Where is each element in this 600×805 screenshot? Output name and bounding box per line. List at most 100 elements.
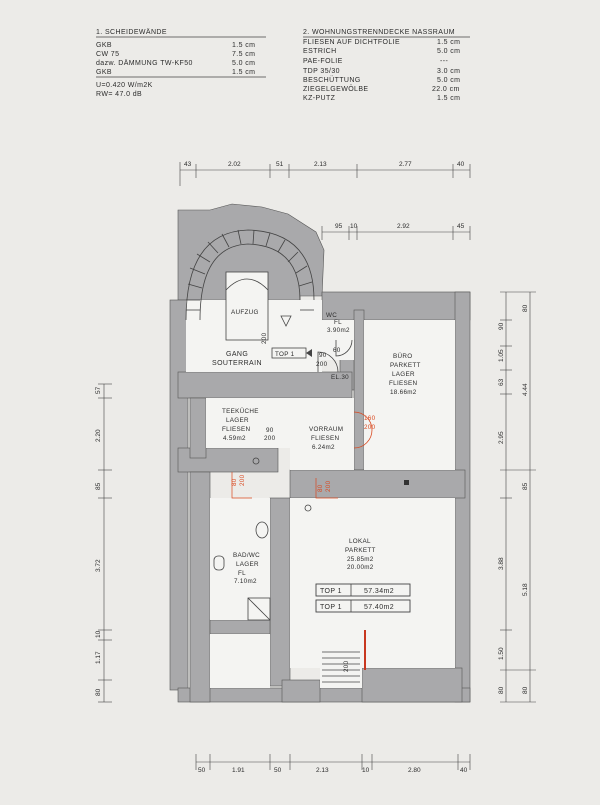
legend-walls-row-4-name: GKB xyxy=(96,69,112,76)
dim-bottom-1: 50 xyxy=(198,767,206,774)
legend-walls-row-1-name: GKB xyxy=(96,42,112,49)
legend-ceiling-row-1-value: 1.5 cm xyxy=(437,39,460,46)
dim-right-6: 2.95 xyxy=(498,431,505,444)
room-lokal-name: LOKAL xyxy=(349,538,371,545)
entrance-dim-1: 200 xyxy=(343,660,350,672)
legend-ceiling-row-6-name: ZIEGELGEWÖLBE xyxy=(303,85,369,93)
room-vorraum-area: 6.24m2 xyxy=(312,444,335,451)
dimension-line-top: 43 2.02 51 2.13 2.77 40 95 10 2.92 45 xyxy=(179,161,471,240)
dim-right-9: 5.18 xyxy=(522,583,529,596)
dim-right-4: 63 xyxy=(498,378,505,386)
door-wc-width: 60 xyxy=(333,347,341,354)
room-bad-name: BAD/WC xyxy=(233,552,260,559)
room-lokal-floor: PARKETT xyxy=(345,547,376,554)
dim-top-2: 2.02 xyxy=(228,161,241,168)
legend-ceiling-row-7-name: KZ-PUTZ xyxy=(303,95,336,102)
top-tag-arrow-icon xyxy=(306,349,312,357)
legend-walls-row-3-name: dazw. DÄMMUNG TW-KF50 xyxy=(96,59,193,67)
legend-ceiling-row-5-name: BESCHÜTTUNG xyxy=(303,76,361,84)
total-1-label: TOP 1 xyxy=(320,588,342,595)
dim-top2-4: 45 xyxy=(457,223,465,230)
room-teekueche-floor: FLIESEN xyxy=(222,426,250,433)
dim-left-6: 1.17 xyxy=(95,651,102,664)
room-vorraum-floor: FLIESEN xyxy=(311,435,339,442)
legend-walls: 1. SCHEIDEWÄNDE GKB 1.5 cm CW 75 7.5 cm … xyxy=(96,28,266,98)
door-bad-height: 200 xyxy=(239,474,246,486)
dim-left-2: 2.20 xyxy=(95,429,102,442)
total-2-label: TOP 1 xyxy=(320,604,342,611)
legend-walls-row-1-value: 1.5 cm xyxy=(232,42,255,49)
spiral-staircase: AUFZUG 200 xyxy=(185,229,315,344)
door-teekueche-width: 90 xyxy=(266,427,274,434)
door-gang-width: 90 xyxy=(319,352,327,359)
dim-right-3: 1.05 xyxy=(498,349,505,362)
room-wc: WC FL 3.90m2 xyxy=(326,312,350,334)
dim-top2-3: 2.92 xyxy=(397,223,410,230)
legend-walls-row-4-value: 1.5 cm xyxy=(232,69,255,76)
room-label-aufzug: AUFZUG xyxy=(231,309,259,316)
dim-right-7: 85 xyxy=(522,482,529,490)
dim-left-1: 57 xyxy=(95,386,102,394)
dim-top-5: 2.77 xyxy=(399,161,412,168)
shower-icon xyxy=(247,597,271,621)
room-buero-use: LAGER xyxy=(392,371,415,378)
room-wc-area: 3.90m2 xyxy=(327,327,350,334)
toilet-icon xyxy=(255,521,269,539)
legend-ceiling-row-2-name: ESTRICH xyxy=(303,48,337,55)
room-buero-area: 18.66m2 xyxy=(390,389,417,396)
room-bad-area: 7.10m2 xyxy=(234,578,257,585)
door-lokal-width: 80 xyxy=(317,484,324,492)
room-vorraum: VORRAUM FLIESEN 6.24m2 xyxy=(309,426,343,451)
room-bad-floor: FL xyxy=(238,570,246,577)
aufzug-door-height: 200 xyxy=(261,332,268,344)
legend-walls-row-2-value: 7.5 cm xyxy=(232,51,255,58)
sink-icon xyxy=(213,555,225,571)
dim-bottom-3: 50 xyxy=(274,767,282,774)
dim-left-5: 10 xyxy=(95,630,102,638)
dim-right-10: 1.50 xyxy=(498,647,505,660)
dim-right-2: 90 xyxy=(498,322,505,330)
dimension-line-bottom: 50 1.91 50 2.13 10 2.80 40 xyxy=(195,754,471,774)
door-buero-height: 200 xyxy=(364,424,376,431)
dim-top-6: 40 xyxy=(457,161,465,168)
room-teekueche-area: 4.59m2 xyxy=(223,435,246,442)
legend-walls-rw-value: RW= 47.0 dB xyxy=(96,91,142,98)
door-bad-width: 80 xyxy=(231,478,238,486)
room-vorraum-name: VORRAUM xyxy=(309,426,343,433)
dim-right-12: 80 xyxy=(522,686,529,694)
legend-walls-row-3-value: 5.0 cm xyxy=(232,60,255,67)
dim-left-7: 80 xyxy=(95,688,102,696)
dim-right-5: 4.44 xyxy=(522,383,529,396)
door-el-rating: EL.30 xyxy=(331,374,349,381)
legend-ceiling-row-4-value: 3.0 cm xyxy=(437,68,460,75)
room-lokal-area: 25.85m2 xyxy=(347,556,374,563)
dimension-line-left: 57 2.20 85 3.72 10 1.17 80 xyxy=(95,383,112,703)
dim-top2-1: 95 xyxy=(335,223,343,230)
legend-ceiling-row-2-value: 5.0 cm xyxy=(437,48,460,55)
dim-right-11: 80 xyxy=(498,686,505,694)
legend-ceiling-row-4-name: TDP 35/30 xyxy=(303,68,340,75)
room-bad-use: LAGER xyxy=(236,561,259,568)
room-gang: GANG SOUTERRAIN TOP 1 xyxy=(212,347,312,367)
unit-total-areas: TOP 1 57.34m2 TOP 1 57.40m2 xyxy=(315,583,411,613)
room-buero: BÜRO PARKETT LAGER FLIESEN 18.66m2 xyxy=(389,352,420,396)
room-wc-floor: FL xyxy=(334,319,342,326)
legend-walls-row-2-name: CW 75 xyxy=(96,51,119,58)
legend-ceiling: 2. WOHNUNGSTRENNDECKE NASSRAUM FLIESEN A… xyxy=(303,29,470,102)
total-2-area: 57.40m2 xyxy=(364,604,394,611)
dim-bottom-6: 2.80 xyxy=(408,767,421,774)
dim-bottom-2: 1.91 xyxy=(232,767,245,774)
room-bad: BAD/WC LAGER FL 7.10m2 xyxy=(213,521,271,621)
stair-direction-arrow-icon xyxy=(280,315,292,327)
room-gang-name: GANG xyxy=(226,351,248,358)
door-buero-width: 160 xyxy=(364,415,376,422)
legend-ceiling-row-5-value: 5.0 cm xyxy=(437,77,460,84)
legend-walls-u-value: U=0.420 W/m2K xyxy=(96,82,153,89)
dim-left-4: 3.72 xyxy=(95,559,102,572)
legend-ceiling-row-6-value: 22.0 cm xyxy=(432,86,460,93)
dim-top-4: 2.13 xyxy=(314,161,327,168)
dim-right-8: 3.88 xyxy=(498,557,505,570)
door-teekueche-height: 200 xyxy=(264,435,276,442)
